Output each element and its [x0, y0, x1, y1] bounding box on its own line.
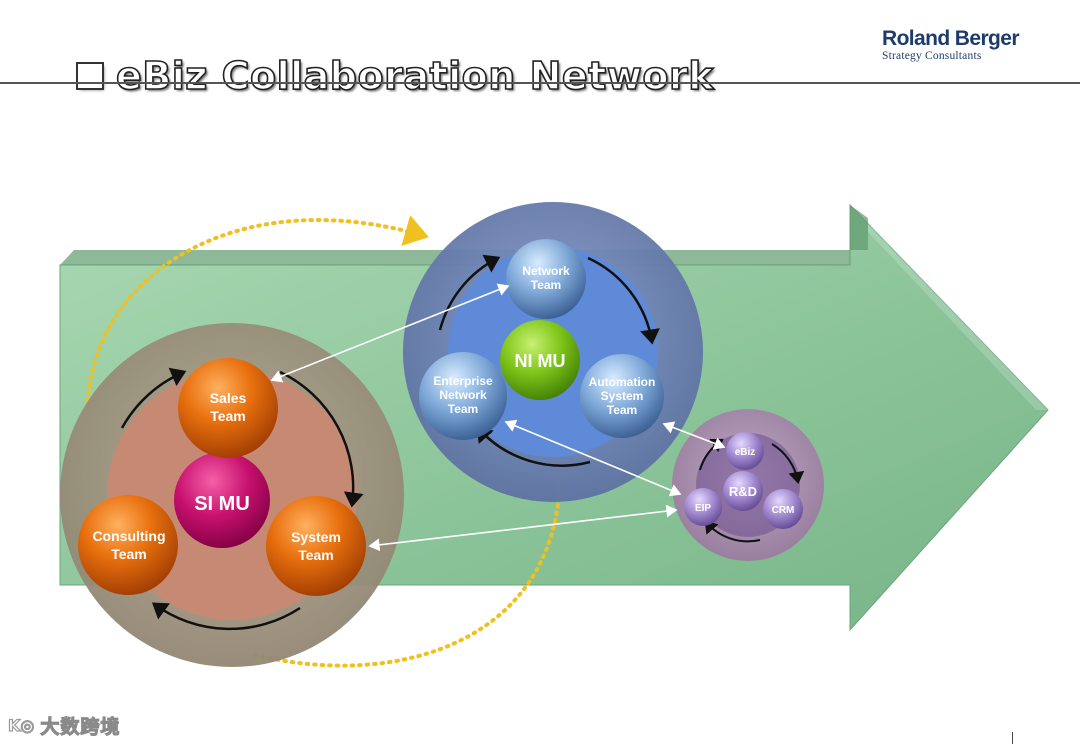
si-group: SI MU Sales Team Consulting Team System …: [60, 323, 404, 667]
system-team-label-2: Team: [298, 547, 334, 563]
crm-node: [763, 489, 803, 529]
page-title-group: eBiz Collaboration Network: [78, 53, 715, 99]
si-mu-label: SI MU: [194, 493, 250, 515]
page-title: eBiz Collaboration Network: [115, 53, 715, 99]
crm-node-label: CRM: [772, 505, 795, 516]
sales-team-node: [178, 358, 278, 458]
consulting-team-label-2: Team: [111, 546, 147, 562]
rd-hub-label: R&D: [729, 484, 757, 499]
enterprise-network-team-label-1: Enterprise: [433, 374, 493, 388]
connector-arrows: [270, 283, 726, 552]
header-divider: [0, 82, 1080, 84]
watermark: K◎ 大数跨境: [7, 712, 121, 739]
si-mu-hub: [174, 452, 270, 548]
ni-mu-hub: [500, 320, 580, 400]
brand-subtitle: Strategy Consultants: [882, 50, 982, 62]
consulting-team-label-1: Consulting: [92, 528, 165, 544]
ni-group: NI MU Network Team Enterprise Network Te…: [403, 202, 703, 502]
system-team-node: [266, 496, 366, 596]
brand-logo: Roland Berger Strategy Consultants: [882, 27, 1020, 63]
enterprise-network-team-label-2: Network: [439, 388, 487, 402]
dotted-cycle-lower: [253, 478, 562, 668]
network-team-label-1: Network: [522, 264, 570, 278]
checkbox-square-icon: [78, 64, 102, 88]
connector-enterprise-eip: [504, 419, 682, 497]
page-tick-mark: [1012, 732, 1013, 744]
network-team-node: [506, 239, 586, 319]
dotted-cycle-upper: [86, 215, 429, 402]
system-team-label-1: System: [291, 529, 341, 545]
watermark-logo-icon: K◎: [7, 715, 35, 735]
network-team-label-2: Team: [531, 278, 561, 292]
sales-team-label-2: Team: [210, 408, 246, 424]
automation-system-team-label-3: Team: [607, 403, 637, 417]
automation-system-team-label-1: Automation: [589, 375, 656, 389]
connector-eip-system: [368, 504, 678, 552]
rd-group: R&D eBiz EIP CRM: [672, 409, 824, 561]
enterprise-network-team-label-3: Team: [448, 402, 478, 416]
consulting-team-node: [78, 495, 178, 595]
eip-node: [684, 488, 722, 526]
ebiz-node-label: eBiz: [735, 447, 756, 458]
eip-node-label: EIP: [695, 503, 711, 514]
automation-system-team-label-2: System: [601, 389, 644, 403]
watermark-text: 大数跨境: [40, 715, 121, 738]
connector-automation-ebiz: [662, 421, 726, 450]
ebiz-node: [726, 432, 764, 470]
automation-system-team-node: [580, 354, 664, 438]
connector-network-sales: [270, 283, 510, 383]
sales-team-label-1: Sales: [210, 390, 247, 406]
brand-name: Roland Berger: [882, 27, 1020, 50]
rd-hub: [723, 471, 763, 511]
ni-mu-label: NI MU: [515, 351, 566, 371]
